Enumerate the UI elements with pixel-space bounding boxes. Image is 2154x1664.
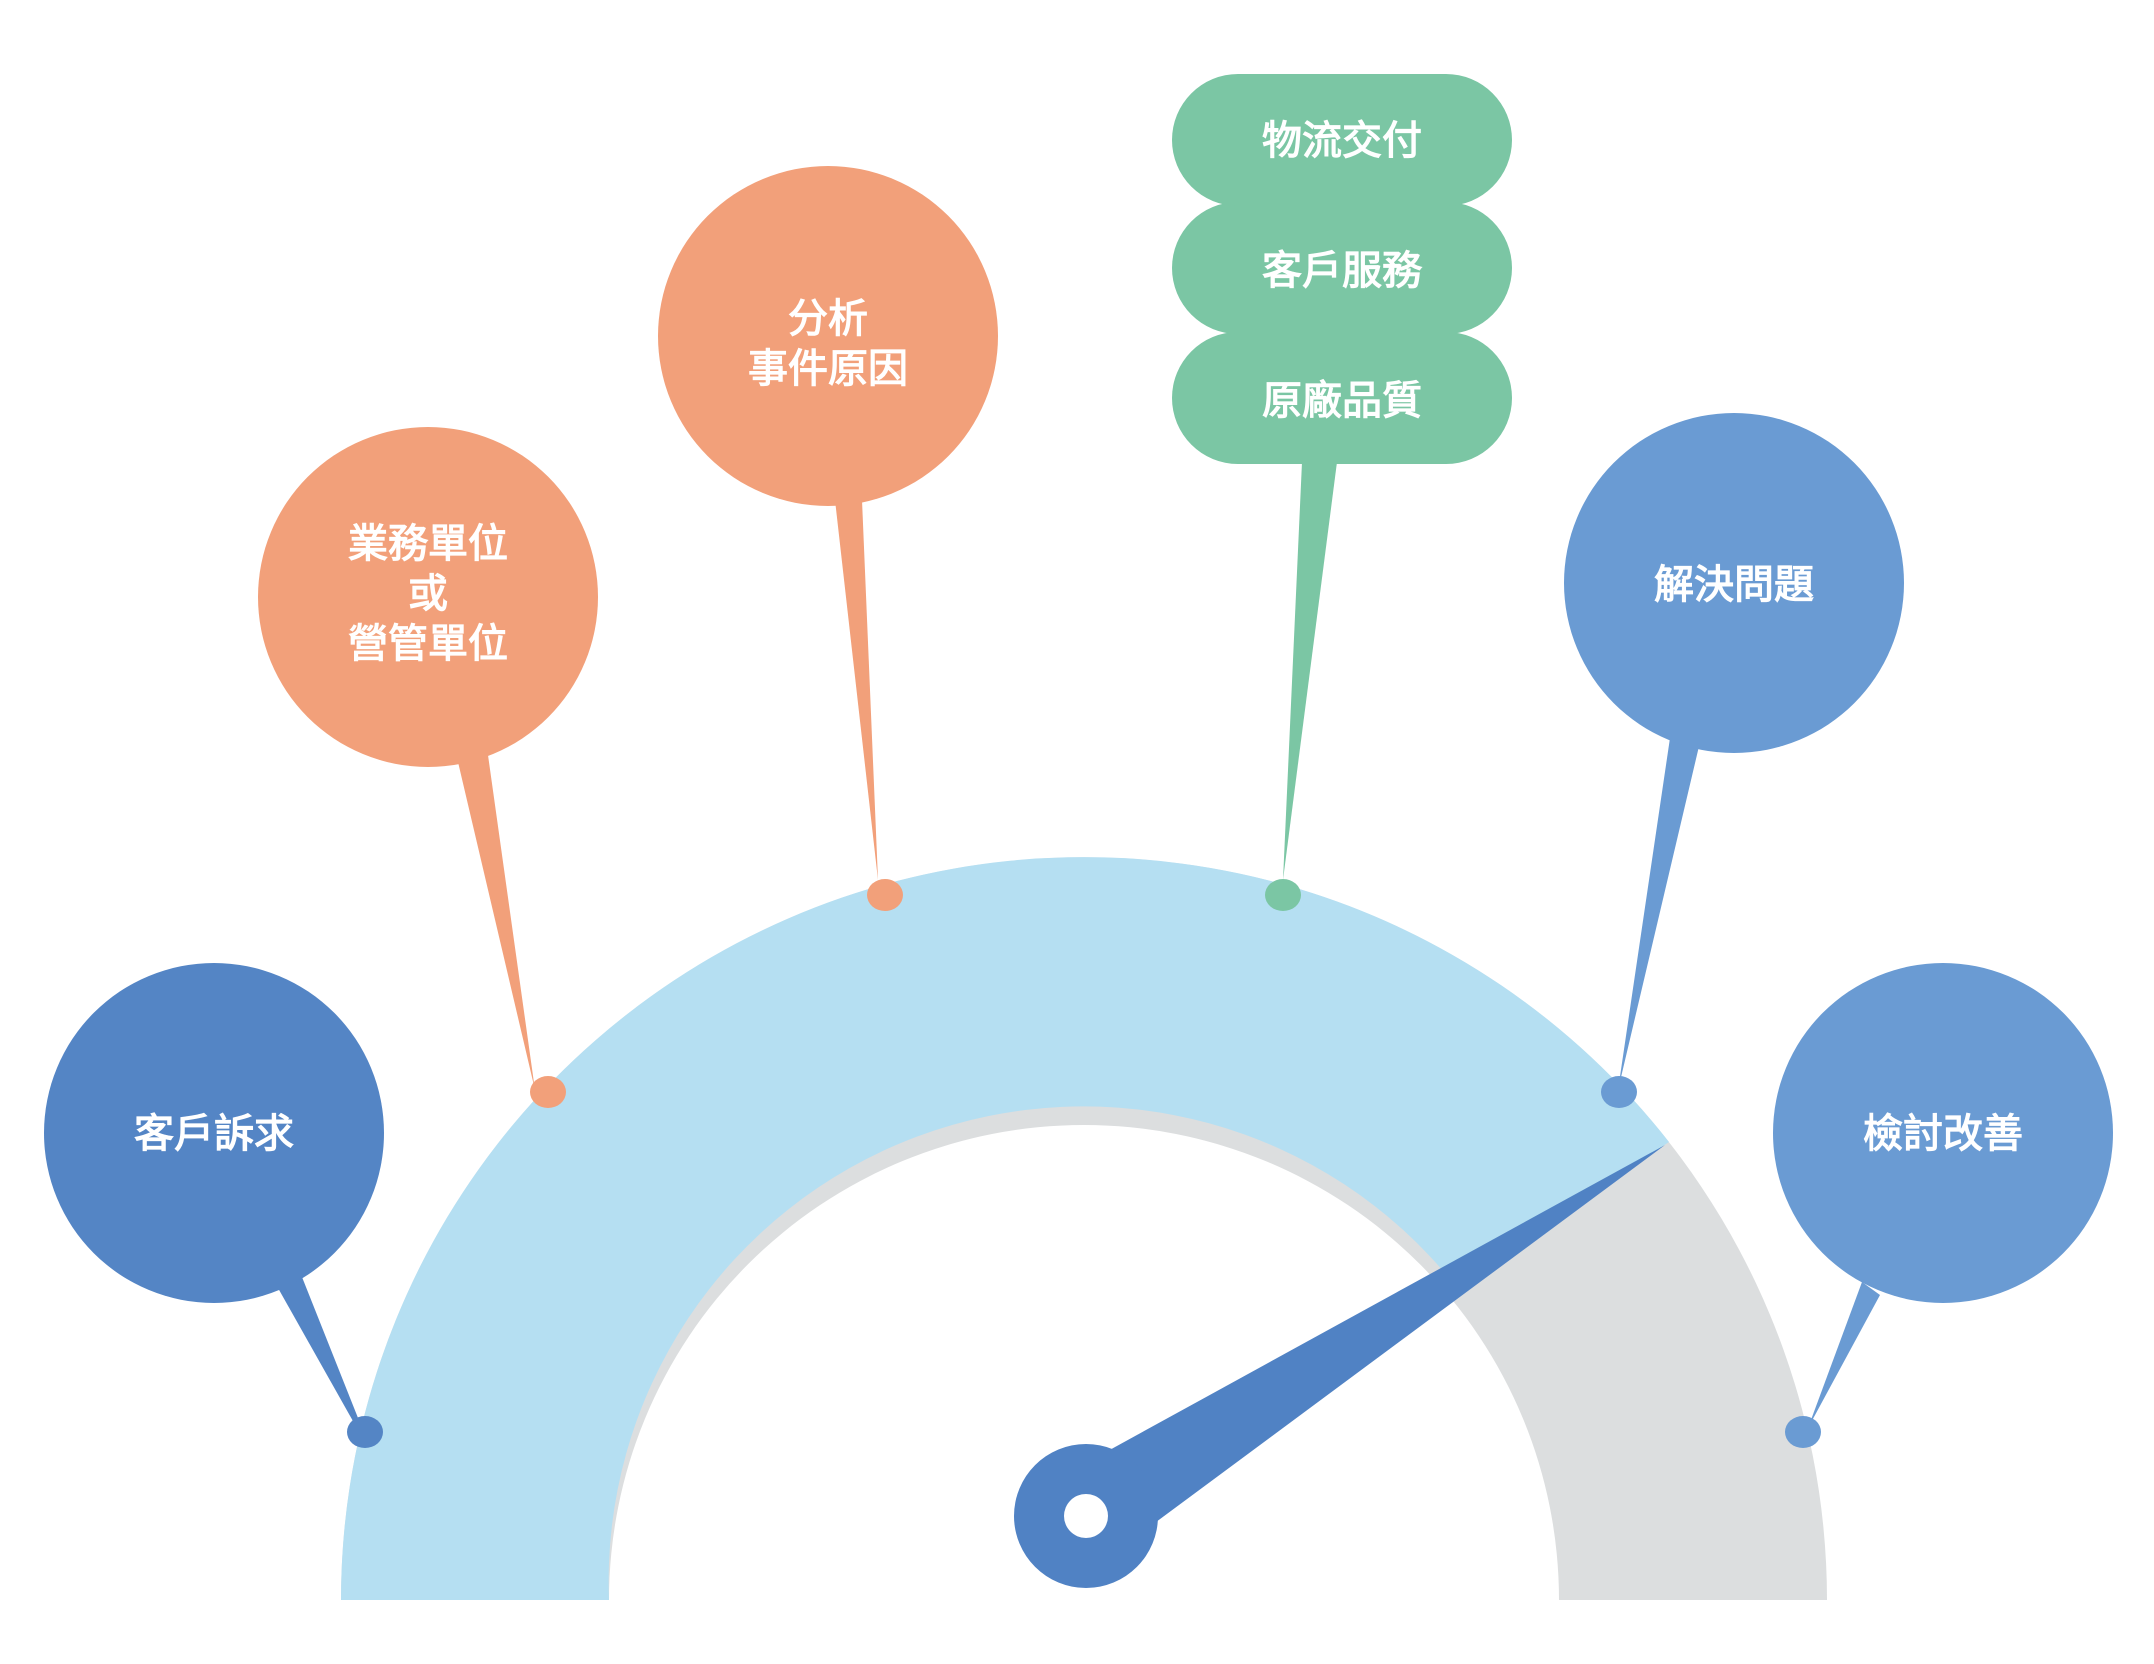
review-circle [1773, 963, 2113, 1303]
analysis-dot [867, 879, 903, 911]
unit-label-line-2: 或 [408, 571, 448, 617]
complaint-pin [278, 1272, 362, 1430]
analysis-pin [835, 500, 878, 880]
gauge-needle [1014, 1145, 1665, 1588]
solve-pin [1618, 738, 1700, 1090]
causes-pin [1283, 462, 1337, 880]
solve-node: 解決問題 [1564, 413, 1904, 753]
causes-node: 物流交付 客戶服務 原廠品質 [1172, 74, 1512, 464]
cause-pill-2 [1172, 202, 1512, 334]
complaint-node: 客戶訴求 [44, 963, 384, 1303]
analysis-node: 分析 事件原因 [658, 166, 998, 506]
gauge-arc [341, 857, 1827, 1600]
unit-pin [458, 748, 535, 1090]
solve-label: 解決問題 [1654, 562, 1814, 608]
cause-label-1: 物流交付 [1262, 118, 1422, 164]
analysis-label-line-2: 事件原因 [748, 346, 908, 392]
complaint-label: 客戶訴求 [134, 1111, 294, 1157]
unit-label-line-1: 業務單位 [348, 521, 508, 567]
solve-dot [1601, 1076, 1637, 1108]
unit-label-line-3: 營管單位 [348, 621, 508, 667]
cause-pill-3 [1172, 332, 1512, 464]
unit-dot [530, 1076, 566, 1108]
unit-node: 業務單位 或 營管單位 [258, 427, 598, 767]
gauge-track-progress [341, 857, 1669, 1600]
cause-label-3: 原廠品質 [1262, 378, 1422, 424]
needle-pointer [1106, 1145, 1665, 1525]
causes-dot [1265, 879, 1301, 911]
cause-label-2: 客戶服務 [1262, 248, 1423, 294]
solve-circle [1564, 413, 1904, 753]
analysis-circle [658, 166, 998, 506]
unit-circle [258, 427, 598, 767]
needle-hub-center [1064, 1494, 1108, 1538]
review-node: 檢討改善 [1773, 963, 2113, 1303]
review-label: 檢討改善 [1863, 1111, 2023, 1157]
complaint-circle [44, 963, 384, 1303]
review-dot [1785, 1416, 1821, 1448]
cause-pill-1 [1172, 74, 1512, 206]
analysis-label-line-1: 分析 [788, 296, 868, 342]
complaint-dot [347, 1416, 383, 1448]
review-pin [1808, 1282, 1880, 1428]
